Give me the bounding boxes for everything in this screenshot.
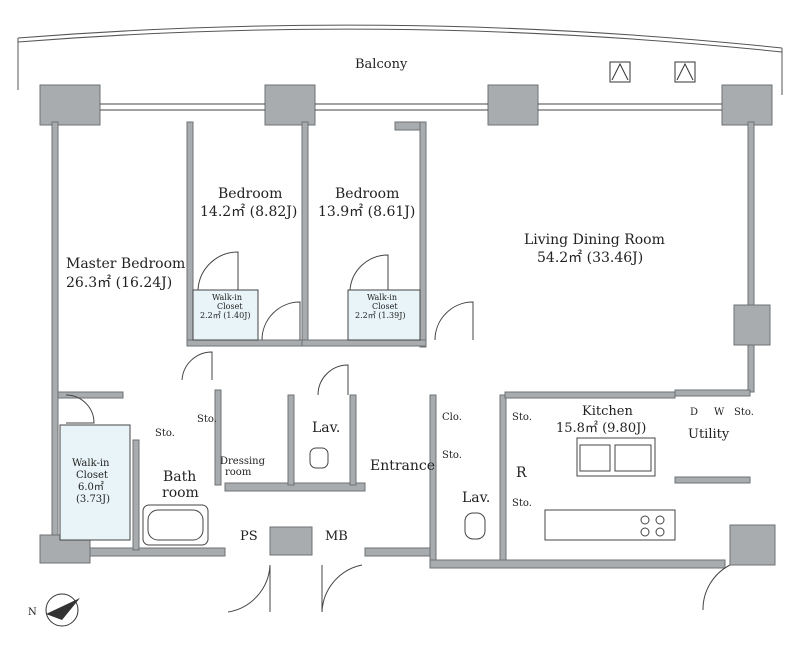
wic-master-l4: (3.73J) bbox=[76, 494, 110, 505]
kitchen-name: Kitchen bbox=[582, 404, 633, 419]
balcony-units bbox=[609, 61, 696, 83]
living-area: 54.2㎡ (33.46J) bbox=[537, 250, 643, 266]
ps-label: PS bbox=[240, 529, 258, 544]
windows bbox=[100, 103, 722, 111]
sto-label-3: Sto. bbox=[442, 450, 462, 461]
interior-walls bbox=[57, 121, 676, 561]
compass-icon bbox=[45, 593, 80, 627]
master-bedroom-area: 26.3㎡ (16.24J) bbox=[66, 275, 172, 291]
wic2-l1: Walk-in bbox=[367, 293, 397, 302]
utility-label: Utility bbox=[688, 427, 730, 442]
wic-master-l3: 6.0㎡ bbox=[78, 481, 104, 493]
bedroom2-area: 13.9㎡ (8.61J) bbox=[318, 204, 415, 220]
kitchen-counter bbox=[544, 437, 676, 541]
bath-l2: room bbox=[162, 485, 199, 501]
balcony-railing bbox=[17, 24, 783, 95]
fridge-label: R bbox=[516, 465, 527, 481]
clo-label: Clo. bbox=[442, 412, 462, 423]
bathtub bbox=[142, 504, 209, 546]
north-label: N bbox=[28, 607, 37, 618]
washer-label: W bbox=[714, 407, 725, 418]
wic1-area: 2.2㎡ (1.40J) bbox=[200, 311, 251, 320]
bedroom1-area: 14.2㎡ (8.82J) bbox=[200, 204, 297, 220]
shaft bbox=[269, 526, 313, 556]
wic1-l2: Closet bbox=[217, 302, 243, 311]
door-swings bbox=[65, 251, 731, 613]
wic-master-l2: Closet bbox=[76, 470, 108, 481]
lav-label-2: Lav. bbox=[462, 490, 490, 506]
sto-label-5: Sto. bbox=[512, 498, 532, 509]
sto-label-4: Sto. bbox=[512, 412, 532, 423]
exterior-walls bbox=[39, 84, 776, 569]
bedroom1-name: Bedroom bbox=[218, 186, 282, 202]
lav-label-1: Lav. bbox=[312, 420, 340, 436]
bedroom2-name: Bedroom bbox=[335, 186, 399, 202]
bath-l1: Bath bbox=[163, 469, 196, 485]
kitchen-area: 15.8㎡ (9.80J) bbox=[556, 421, 646, 436]
dressing-l1: Dressing bbox=[220, 456, 266, 467]
mb-label: MB bbox=[325, 529, 348, 544]
entrance-label: Entrance bbox=[370, 458, 435, 474]
sto-label-1: Sto. bbox=[155, 428, 175, 439]
master-bedroom-name: Master Bedroom bbox=[66, 256, 185, 272]
wic2-l2: Closet bbox=[372, 302, 398, 311]
dryer-label: D bbox=[690, 407, 698, 418]
wic2-area: 2.2㎡ (1.39J) bbox=[355, 311, 406, 320]
sto-label-6: Sto. bbox=[734, 407, 754, 418]
dressing-l2: room bbox=[225, 467, 252, 478]
closets bbox=[59, 289, 421, 541]
wic1-l1: Walk-in bbox=[212, 293, 242, 302]
wic-master-l1: Walk-in bbox=[72, 458, 110, 469]
living-name: Living Dining Room bbox=[524, 232, 665, 248]
toilets bbox=[309, 447, 486, 540]
balcony-label: Balcony bbox=[355, 57, 408, 72]
sto-label-2: Sto. bbox=[197, 414, 217, 425]
